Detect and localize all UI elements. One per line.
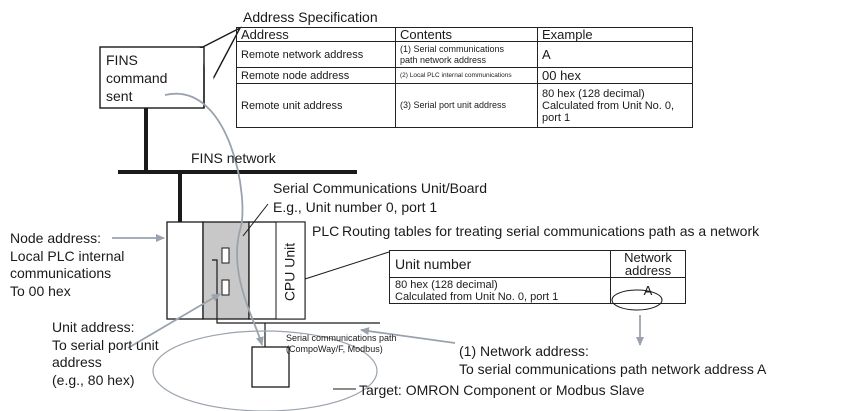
spec-header-example: Example xyxy=(537,27,693,42)
plc-power-unit xyxy=(166,221,204,320)
node-address-label: Node address: Local PLC internal communi… xyxy=(10,230,125,299)
routing-cell-unit: 80 hex (128 decimal) Calculated from Uni… xyxy=(389,277,611,304)
command-flow-arrow xyxy=(164,92,264,346)
target-device xyxy=(251,346,290,388)
cpu-inner xyxy=(275,221,306,320)
port-1 xyxy=(221,247,230,264)
spec-cell-contents: (1) Serial communications path network a… xyxy=(395,41,538,68)
plc-label: PLC xyxy=(312,223,340,239)
spec-row: Remote node address (2) Local PLC intern… xyxy=(236,67,693,84)
spec-cell-address: Remote node address xyxy=(236,67,396,84)
unit-label-leader xyxy=(242,203,269,237)
fins-command-text: FINS command sent xyxy=(106,52,168,104)
routing-header-row: Unit number Network address xyxy=(389,250,686,278)
spec-cell-example: 00 hex xyxy=(537,67,693,84)
port-2 xyxy=(221,279,230,296)
routing-cell-network: A xyxy=(610,277,686,304)
spec-cell-address: Remote unit address xyxy=(236,83,396,128)
spec-header-address: Address xyxy=(236,27,396,42)
routing-table: Unit number Network address 80 hex (128 … xyxy=(389,250,686,304)
spec-cell-contents: (2) Local PLC internal communications xyxy=(395,67,538,84)
serial-comm-unit xyxy=(202,221,250,320)
routing-header-unit: Unit number xyxy=(389,250,611,278)
spec-cell-example: 80 hex (128 decimal) Calculated from Uni… xyxy=(537,83,693,128)
network-address-label: (1) Network address: To serial communica… xyxy=(459,343,767,377)
spec-cell-example: A xyxy=(537,41,693,68)
target-ellipse xyxy=(152,330,378,411)
fins-network-label: FINS network xyxy=(191,150,276,166)
routing-title: Routing tables for treating serial commu… xyxy=(342,223,760,239)
serial-path-line xyxy=(212,259,380,324)
plc-to-routing-line xyxy=(304,251,390,280)
cpu-unit-label: CPU Unit xyxy=(281,242,298,302)
routing-header-network: Network address xyxy=(610,250,686,278)
spec-row: Remote network address (1) Serial commun… xyxy=(236,41,693,68)
spec-title: Address Specification xyxy=(243,9,378,25)
address-spec-table: Address Contents Example Remote network … xyxy=(236,27,693,128)
unit-label-line2: E.g., Unit number 0, port 1 xyxy=(273,199,438,215)
serial-path-label: Serial communications path (CompoWay/F, … xyxy=(286,333,397,354)
spec-cell-contents: (3) Serial port unit address xyxy=(395,83,538,128)
spec-cell-address: Remote network address xyxy=(236,41,396,68)
routing-row: 80 hex (128 decimal) Calculated from Uni… xyxy=(389,277,686,304)
unit-address-label: Unit address: To serial port unit addres… xyxy=(52,319,159,388)
spec-header-row: Address Contents Example xyxy=(236,27,693,42)
spec-row: Remote unit address (3) Serial port unit… xyxy=(236,83,693,128)
fins-command-box xyxy=(99,46,205,109)
fins-command-callout xyxy=(99,26,242,109)
unit-address-arrow xyxy=(127,293,221,349)
network-address-arrow xyxy=(360,327,456,344)
spec-header-contents: Contents xyxy=(395,27,538,42)
unit-label-line1: Serial Communications Unit/Board xyxy=(273,180,487,196)
target-label: Target: OMRON Component or Modbus Slave xyxy=(359,382,645,398)
